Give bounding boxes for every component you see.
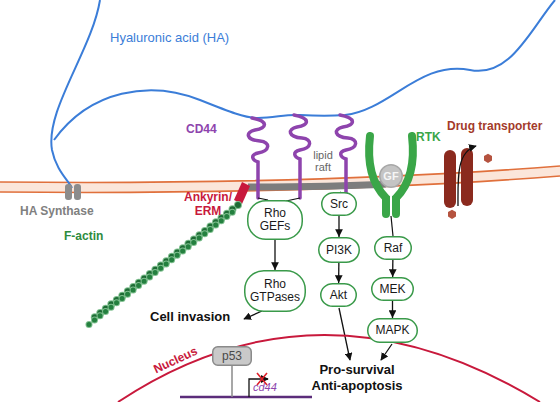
node-shape [375,237,412,260]
transcription-factor: p53 [212,346,252,366]
node-text: p53 [222,350,242,363]
f-actin-filament [87,210,235,326]
node-shape [368,319,418,343]
signaling-node: Src [321,192,357,216]
gene-label: cd44 [253,381,277,394]
outcome-arrow [244,311,262,319]
membrane-line [0,176,560,192]
molecule-label: RTK [416,130,441,144]
node-shape [321,284,357,307]
compartment-label: Nucleus [151,344,199,376]
outcome-arrow [381,344,392,360]
nuclear-envelope [118,335,540,402]
signal-arrow [392,301,393,318]
region-label: lipid raft [306,149,340,173]
molecule-label: Hyaluronic acid (HA) [110,30,229,45]
hyaluronic-acid-strand [51,0,100,188]
node-text: MEK [379,283,405,296]
node-text: Rho GEFs [255,207,295,233]
node-shape [372,278,414,301]
lipid-raft [248,184,386,187]
node-shape [245,271,306,312]
molecule-label: Ankyrin/ ERM [180,190,236,218]
membrane-line [0,166,560,182]
node-text: Raf [384,242,403,255]
molecule-label: CD44 [186,122,217,136]
signaling-node: MEK [371,277,414,301]
ha-synthase-symbol [74,184,81,200]
node-text: GF [383,170,398,182]
outcome-label: Pro-survival Anti-apoptosis [307,362,407,394]
signaling-node: Rho GTPases [244,270,306,312]
cd44-symbol [336,115,355,197]
ankyrin-erm-symbol [234,182,250,204]
f-actin-filament [87,210,235,326]
node-shape [322,193,357,216]
signal-arrow [392,260,394,277]
signaling-node: Akt [320,283,357,307]
promoter-stem [231,366,233,397]
signaling-node: Raf [374,236,412,260]
node-shape [213,347,252,366]
signaling-node: MAPK [367,318,418,343]
ha-synthase-symbol [65,184,72,200]
growth-factor: GF [379,164,403,188]
signaling-node: Rho GEFs [247,200,303,240]
drug-transporter-symbol [444,150,456,208]
node-text: PI3K [326,244,352,257]
node-shape [248,201,303,240]
gene-dna-line [180,396,312,399]
efflux-arrow [458,146,476,206]
membrane-fill [0,166,560,192]
signal-line [391,216,393,236]
drug-molecule [484,154,492,163]
node-text: MAPK [375,324,409,337]
signal-arrow [338,263,340,283]
molecule-label: F-actin [64,229,103,243]
signal-line [258,198,268,200]
molecule-label: HA Synthase [20,204,94,218]
node-text: Akt [330,289,347,302]
signaling-node: PI3K [318,237,360,263]
signal-arrow [338,216,339,237]
signal-arrow [274,240,275,270]
cd44-symbol [248,118,267,198]
node-shape [319,238,360,263]
drug-molecule [448,210,456,219]
molecule-label: Drug transporter [447,119,542,133]
outcome-arrow [339,308,350,360]
node-shape [380,165,403,188]
node-text: Rho GTPases [249,278,301,304]
cd44-symbol [290,115,309,198]
outcome-label: Cell invasion [150,309,230,324]
node-text: Src [330,198,348,211]
